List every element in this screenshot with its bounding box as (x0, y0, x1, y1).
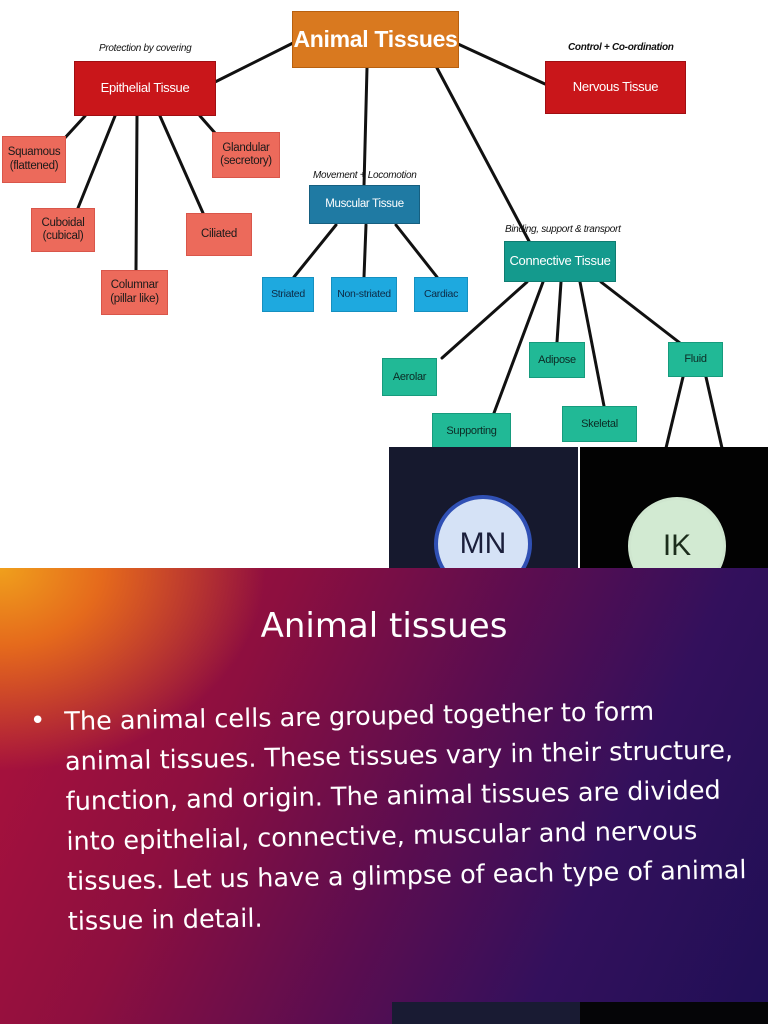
link-mus-striated (292, 223, 338, 279)
link-epi-squamous (61, 114, 87, 142)
link-root-nervous (456, 42, 547, 86)
supporting-node: Supporting (432, 413, 511, 449)
muscular-caption: Movement + Locomotion (313, 170, 417, 181)
link-root-muscular (362, 66, 369, 188)
columnar-node: Columnar (pillar like) (101, 270, 168, 315)
participant-strip-right (580, 1002, 768, 1024)
link-con-aerolar (440, 280, 529, 360)
slide-body-text: The animal cells are grouped together to… (64, 696, 747, 937)
root-node-animal-tissues: Animal Tissues (292, 11, 459, 68)
fluid-node: Fluid (668, 342, 723, 377)
avatar-ik-initials: IK (662, 529, 692, 562)
adipose-node: Adipose (529, 342, 585, 378)
connective-tissue-node: Connective Tissue (504, 241, 616, 282)
nervous-caption: Control + Co-ordination (568, 42, 674, 53)
connective-tissue-label: Connective Tissue (509, 253, 611, 269)
link-mus-nonstriated (362, 223, 368, 279)
participant-tile-mn[interactable]: MN (389, 447, 578, 568)
squamous-node: Squamous (flattened) (2, 136, 66, 183)
bullet-marker: • (30, 706, 46, 736)
link-root-epithelial (213, 40, 297, 84)
aerolar-node: Aerolar (382, 358, 437, 396)
cardiac-node: Cardiac (414, 277, 468, 312)
link-fluid-down-left (664, 375, 685, 450)
connective-caption: Binding, support & transport (505, 224, 621, 235)
link-mus-cardiac (394, 223, 439, 279)
muscular-tissue-node: Muscular Tissue (309, 185, 420, 224)
epithelial-tissue-node: Epithelial Tissue (74, 61, 216, 116)
glandular-node: Glandular (secretory) (212, 132, 280, 178)
presentation-slide: Animal tissues • The animal cells are gr… (0, 568, 768, 1024)
root-label: Animal Tissues (293, 26, 458, 53)
participant-tile-ik[interactable]: IK (580, 447, 768, 568)
epithelial-caption: Protection by covering (99, 43, 192, 54)
link-epi-ciliated (158, 114, 205, 215)
striated-node: Striated (262, 277, 314, 312)
concept-map: Animal Tissues Protection by covering Ep… (2, 11, 768, 568)
link-fluid-down-right (704, 375, 724, 450)
nervous-tissue-label: Nervous Tissue (572, 79, 659, 95)
cuboidal-node: Cuboidal (cubical) (31, 208, 95, 252)
ciliated-node: Ciliated (186, 213, 252, 256)
link-con-supporting (492, 280, 545, 415)
non-striated-node: Non-striated (331, 277, 397, 312)
link-con-fluid (599, 280, 682, 345)
avatar-mn: MN (434, 495, 532, 568)
epithelial-tissue-label: Epithelial Tissue (100, 80, 190, 96)
link-epi-columnar (134, 114, 139, 272)
link-epi-glandular (198, 114, 217, 135)
link-epi-cuboidal (76, 114, 117, 210)
muscular-tissue-label: Muscular Tissue (325, 197, 404, 210)
link-con-adipose (555, 280, 563, 344)
avatar-mn-initials: MN (459, 527, 507, 560)
nervous-tissue-node: Nervous Tissue (545, 61, 686, 114)
link-root-connective (435, 66, 532, 245)
avatar-ik: IK (628, 497, 726, 568)
connector-lines (61, 40, 724, 450)
skeletal-node: Skeletal (562, 406, 637, 442)
link-con-skeletal (578, 280, 606, 408)
participant-strip-left (392, 1002, 580, 1024)
slide-title: Animal tissues (260, 606, 508, 646)
